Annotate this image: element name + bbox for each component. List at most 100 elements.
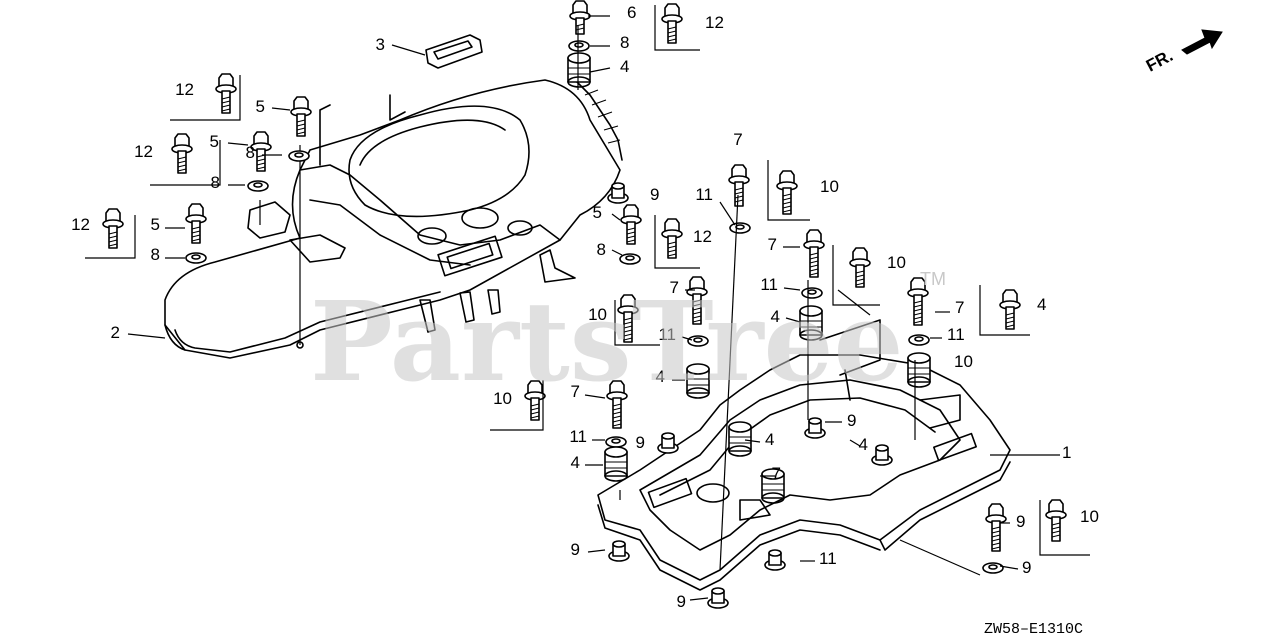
flange-bolt — [171, 133, 193, 174]
group-bracket — [490, 380, 544, 431]
callout-5: 5 — [210, 132, 219, 151]
collar — [871, 444, 893, 466]
watermark-text: PartsTree — [310, 277, 904, 406]
group-bracket — [85, 215, 136, 259]
group-bracket — [150, 140, 221, 186]
group-bracket — [170, 75, 241, 121]
leader-lines — [127, 15, 1060, 601]
rubber-mount — [567, 52, 591, 88]
rubber-mount — [604, 446, 628, 482]
leader-line — [391, 44, 426, 56]
callout-8: 8 — [211, 173, 220, 192]
leader-line — [227, 142, 249, 146]
callout-4: 4 — [571, 453, 580, 472]
callout-5: 5 — [256, 97, 265, 116]
washer — [288, 150, 310, 162]
callout-8: 8 — [597, 240, 606, 259]
callout-7: 7 — [768, 235, 777, 254]
flange-bolt — [728, 164, 750, 207]
callout-10: 10 — [588, 305, 607, 324]
flange-bolt — [686, 276, 708, 325]
leader-line — [689, 597, 709, 601]
rubber-mount — [761, 468, 785, 504]
leader-line — [589, 67, 611, 73]
flange-bolt — [569, 0, 591, 35]
callout-10: 10 — [1080, 507, 1099, 526]
flange-bolt — [215, 73, 237, 114]
leader-line — [584, 394, 606, 399]
leader-line — [744, 439, 761, 443]
group-bracket — [614, 300, 660, 346]
rubber-mount — [686, 363, 710, 399]
flange-bolt — [290, 96, 312, 137]
watermark: PartsTree TM — [310, 269, 946, 406]
callout-12: 12 — [705, 13, 724, 32]
callout-4: 4 — [1037, 295, 1046, 314]
diagram-code: ZW58–E1310C — [984, 621, 1083, 638]
leader-line — [681, 336, 693, 341]
callout-7: 7 — [670, 278, 679, 297]
washer — [247, 180, 269, 192]
collar — [657, 432, 679, 454]
callout-7: 7 — [571, 382, 580, 401]
callout-12: 12 — [175, 80, 194, 99]
callout-7: 7 — [772, 464, 781, 483]
callout-7: 7 — [733, 130, 742, 149]
leader-line — [783, 287, 801, 291]
leader-line — [719, 201, 736, 226]
callout-9: 9 — [636, 433, 645, 452]
callout-9: 9 — [1022, 558, 1031, 577]
callout-10: 10 — [887, 253, 906, 272]
callout-10: 10 — [493, 389, 512, 408]
callout-11: 11 — [947, 325, 965, 344]
washer — [687, 335, 709, 347]
part-1-base-plate — [597, 319, 1011, 591]
callout-9: 9 — [650, 185, 659, 204]
callout-9: 9 — [677, 592, 686, 611]
callout-4: 4 — [859, 435, 868, 454]
callout-10: 10 — [954, 352, 973, 371]
callout-5: 5 — [151, 215, 160, 234]
callout-12: 12 — [134, 142, 153, 161]
callout-9: 9 — [1016, 512, 1025, 531]
collar — [707, 587, 729, 609]
leader-line — [271, 107, 291, 111]
washer — [185, 252, 207, 264]
callout-3: 3 — [376, 35, 385, 54]
callout-11: 11 — [658, 325, 676, 344]
collar — [804, 417, 826, 439]
callout-10: 10 — [820, 177, 839, 196]
group-bracket — [654, 5, 700, 51]
callout-4: 4 — [765, 430, 774, 449]
flange-bolt — [524, 380, 546, 421]
leader-line — [837, 289, 871, 316]
flange-bolt — [1045, 499, 1067, 542]
leader-line — [899, 539, 981, 576]
group-brackets — [85, 5, 1090, 556]
flange-bolt — [849, 247, 871, 288]
callout-1: 1 — [1062, 443, 1071, 462]
callout-4: 4 — [771, 307, 780, 326]
group-bracket — [654, 215, 700, 269]
callout-8: 8 — [246, 143, 255, 162]
flange-bolt — [985, 503, 1007, 552]
front-label: FR. — [1143, 46, 1176, 76]
collar — [607, 182, 629, 204]
part-2-fan-shroud — [164, 79, 623, 359]
callout-8: 8 — [151, 245, 160, 264]
front-direction-indicator: FR. — [1143, 29, 1223, 76]
flange-bolt — [185, 203, 207, 244]
washer — [605, 436, 627, 448]
callout-9: 9 — [571, 540, 580, 559]
callout-9: 9 — [847, 411, 856, 430]
callout-8: 8 — [620, 33, 629, 52]
flange-bolt — [617, 294, 639, 343]
flange-bolt — [102, 208, 124, 249]
washer — [619, 253, 641, 265]
group-bracket — [832, 245, 880, 306]
group-bracket — [1039, 500, 1090, 556]
callout-7: 7 — [955, 298, 964, 317]
